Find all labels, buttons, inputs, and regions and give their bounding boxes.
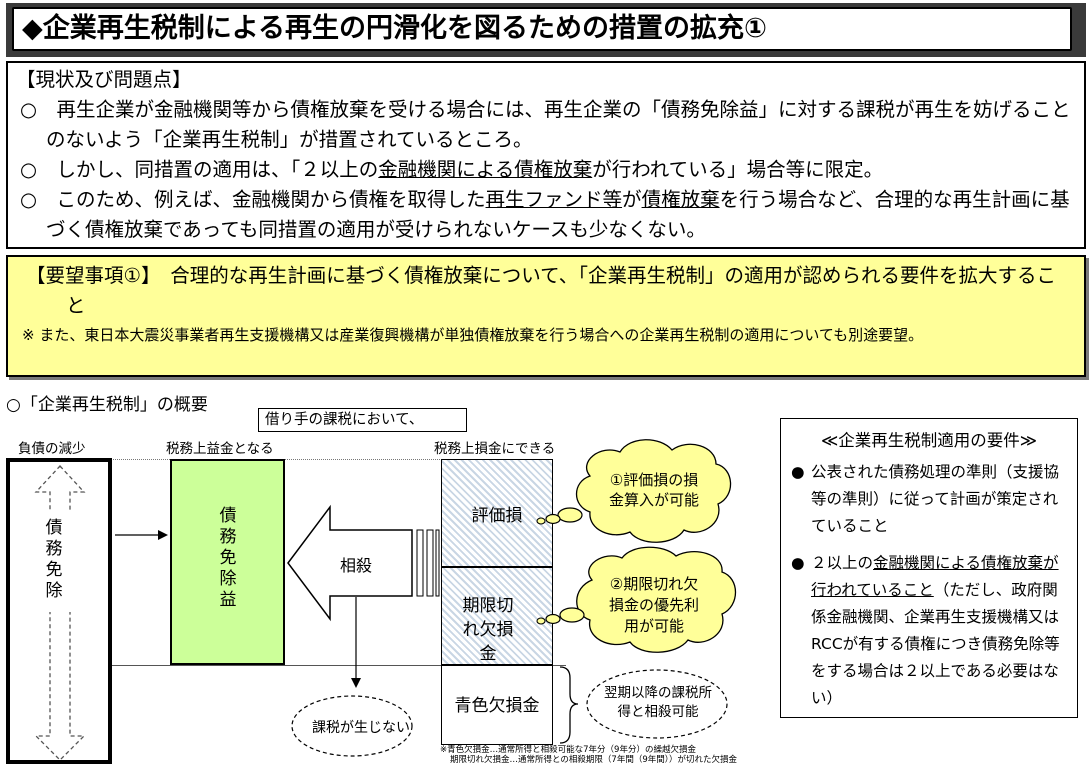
bubble-1	[536, 439, 732, 543]
footnote-blue-loss: ※青色欠損金…通常所得と相殺可能な7年分（9年分）の繰越欠損金	[440, 745, 696, 755]
status-text: 再生ファンド等	[485, 188, 623, 211]
status-item: ○ しかし、同措置の適用は、「２以上の金融機関による債権放棄が行われている」場合…	[16, 155, 1076, 185]
no-tax-ellipse	[291, 695, 413, 757]
footnote-expired-loss: 期限切れ欠損金…通常所得との相殺期限（7年間（9年間））が切れた欠損金	[450, 755, 737, 765]
status-text: 債権放棄	[641, 188, 720, 211]
deductible-label: 税務上損金にできる	[434, 441, 556, 457]
requirement-item: ● ２以上の金融機関による債権放棄が行われていること（ただし、政府関係金融機関、企…	[791, 550, 1067, 712]
request-note: ※ また、東日本大震災事業者再生支援機構又は産業復興機構が単独債権放棄を行う場合…	[22, 326, 924, 344]
blue-loss-box: 青色欠損金	[441, 665, 553, 745]
future-offset-ellipse	[586, 669, 728, 739]
offset-arrow-stripe-1	[416, 529, 424, 597]
down-arrow-head	[351, 678, 361, 688]
future-offset-text: 翌期以降の課税所得と相殺可能	[604, 685, 712, 720]
status-bullet: ○	[20, 158, 57, 181]
title-bar: ◆企業再生税制による再生の円滑化を図るための措置の拡充①	[6, 3, 1086, 57]
bubble-2	[536, 546, 736, 653]
status-bullet: ○	[20, 98, 57, 121]
requirements-title: ≪企業再生税制適用の要件≫	[820, 431, 1038, 450]
valuation-loss-label: 評価損	[471, 506, 523, 526]
page-title: ◆企業再生税制による再生の円滑化を図るための措置の拡充①	[12, 7, 1072, 51]
status-text: 再生企業が金融機関等から債権放棄を受ける場合には、再生企業の「債務免除益」に対す…	[46, 98, 1071, 151]
status-list: ○ 再生企業が金融機関等から債権放棄を受ける場合には、再生企業の「債務免除益」に…	[16, 95, 1076, 245]
expired-loss-box: 期限切れ欠損金	[441, 567, 553, 665]
requirements-list: ● 公表された債務処理の準則（支援協等の準則）に従って計画が策定されていること ● ２…	[791, 459, 1067, 712]
offset-arrow-stripe-2	[426, 529, 434, 597]
future-brace	[559, 666, 579, 744]
requirement-text: 金融機関による債権放棄が行われていること	[811, 554, 1059, 599]
offset-label: 相殺	[340, 556, 373, 575]
debt-forgiveness-gain-box	[170, 459, 285, 665]
expired-loss-label: 期限切れ欠損金	[462, 596, 514, 664]
request-text: 合理的な再生計画に基づく債権放棄について、「企業再生税制」の適用が認められる要件…	[66, 264, 1056, 317]
requirements-box: ≪企業再生税制適用の要件≫ ● 公表された債務処理の準則（支援協等の準則）に従って…	[780, 418, 1078, 718]
status-header: 【現状及び問題点】	[16, 68, 192, 91]
status-text: しかし、同措置の適用は、「２以上の	[56, 158, 379, 181]
status-text: このため、例えば、金融機関から債権を取得した	[56, 188, 486, 211]
status-bullet: ○	[20, 188, 57, 211]
requirement-text: ２以上の	[811, 554, 874, 572]
no-tax-label: 課税が生じない	[312, 720, 410, 736]
status-item: ○ このため、例えば、金融機関から債権を取得した再生ファンド等が債権放棄を行う場…	[16, 185, 1076, 245]
bubble-2-text: ②期限切れ欠損金の優先利用が可能	[608, 575, 699, 635]
status-item: ○ 再生企業が金融機関等から債権放棄を受ける場合には、再生企業の「債務免除益」に…	[16, 95, 1076, 155]
taxable-gain-label: 税務上益金となる	[166, 441, 274, 457]
status-text: 金融機関による債権放棄	[378, 158, 593, 181]
mid-line	[6, 665, 566, 666]
status-text: が	[622, 188, 642, 211]
requirement-item: ● 公表された債務処理の準則（支援協等の準則）に従って計画が策定されていること	[791, 459, 1067, 540]
status-box: 【現状及び問題点】 ○ 再生企業が金融機関等から債権放棄を受ける場合には、再生企…	[6, 61, 1086, 249]
offset-arrow	[287, 504, 413, 622]
offset-arrow-stripe-3	[435, 529, 440, 597]
debt-double-arrow	[34, 465, 86, 761]
bubble-1-text: ①評価損の損金算入が可能	[608, 471, 699, 509]
requirement-bullet: ●	[791, 463, 805, 481]
requirement-text: 公表された債務処理の準則（支援協等の準則）に従って計画が策定されていること	[811, 463, 1060, 535]
request-box: 【要望事項①】 合理的な再生計画に基づく債権放棄について、「企業再生税制」の適用…	[6, 255, 1086, 377]
status-text: を行う場合など、合理的な再生計画に基づく債権放棄であっても同措置の適用が受けられ…	[46, 188, 1070, 241]
overview-title: ○「企業再生税制」の概要	[6, 395, 208, 415]
blue-loss-label: 青色欠損金	[454, 696, 540, 716]
request-item: 【要望事項①】 合理的な再生計画に基づく債権放棄について、「企業再生税制」の適用…	[18, 261, 1074, 321]
debt-forgiveness-text: 債務免除	[44, 518, 64, 602]
status-text: が行われている」場合等に限定。	[592, 158, 884, 181]
arrow-to-gain-head	[158, 530, 168, 540]
debt-forgiveness-gain-text: 債務免除益	[219, 506, 237, 610]
borrower-label: 借り手の課税において、	[258, 408, 467, 432]
requirement-text: （ただし、政府関係金融機関、企業再生支援機構又はRCCが有する債権につき債務免除…	[811, 581, 1060, 707]
debt-reduction-label: 負債の減少	[18, 441, 86, 457]
request-label: 【要望事項①】	[26, 264, 151, 287]
requirement-bullet: ●	[791, 554, 805, 572]
valuation-loss-box: 評価損	[441, 459, 553, 567]
